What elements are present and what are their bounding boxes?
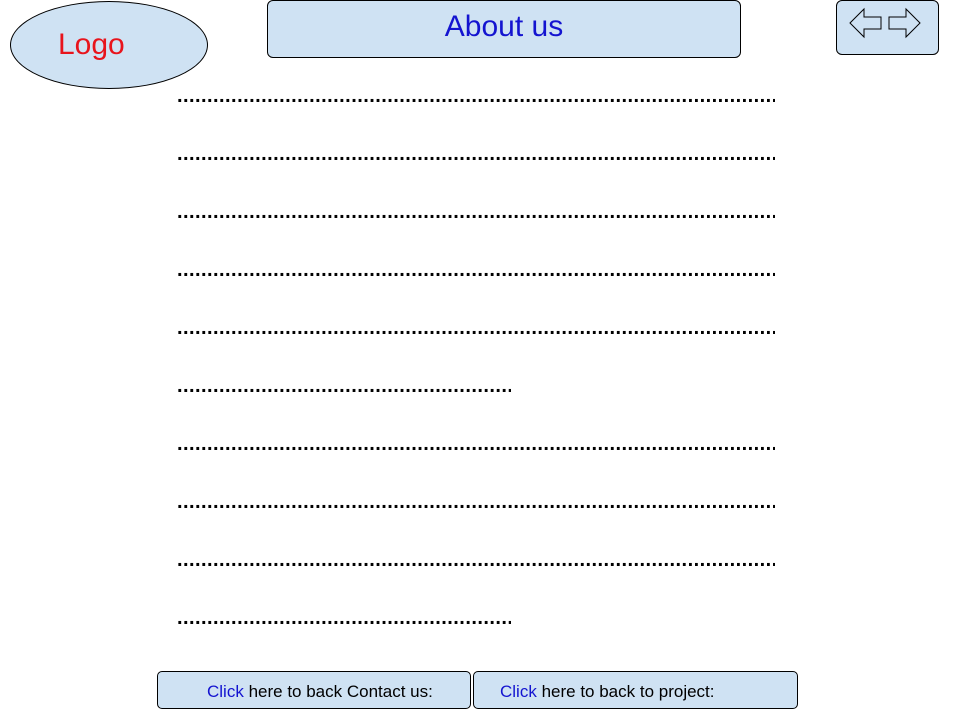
page-title-banner: About us xyxy=(267,0,741,58)
left-arrow-icon[interactable] xyxy=(849,7,883,39)
placeholder-text-line: ........................................… xyxy=(177,143,775,165)
placeholder-text-line: ........................................… xyxy=(177,433,775,455)
click-link[interactable]: Click xyxy=(500,682,537,701)
contact-us-text: here to back Contact us: xyxy=(243,682,433,701)
right-arrow-icon[interactable] xyxy=(887,7,921,39)
placeholder-text-line: ........................................… xyxy=(177,259,775,281)
back-to-project-text: here to back to project: xyxy=(536,682,715,701)
placeholder-text-line: ........................................… xyxy=(177,201,775,223)
placeholder-text-line: ........................................… xyxy=(177,375,511,397)
logo: Logo xyxy=(10,1,208,89)
placeholder-text-line: ........................................… xyxy=(177,549,775,571)
navigation-arrows xyxy=(836,0,939,55)
contact-us-button[interactable]: Click here to back Contact us: xyxy=(157,671,471,709)
page-title: About us xyxy=(444,10,564,43)
contact-us-button-label: Click here to back Contact us: xyxy=(207,683,433,700)
placeholder-text-line: ........................................… xyxy=(177,85,775,107)
placeholder-text-line: ........................................… xyxy=(177,317,775,339)
placeholder-text-line: ........................................… xyxy=(177,491,775,513)
back-to-project-button[interactable]: Click here to back to project: xyxy=(473,671,798,709)
placeholder-text-line: ........................................… xyxy=(177,607,511,629)
logo-label: Logo xyxy=(58,28,125,61)
back-to-project-button-label: Click here to back to project: xyxy=(500,683,715,700)
click-link[interactable]: Click xyxy=(207,682,244,701)
